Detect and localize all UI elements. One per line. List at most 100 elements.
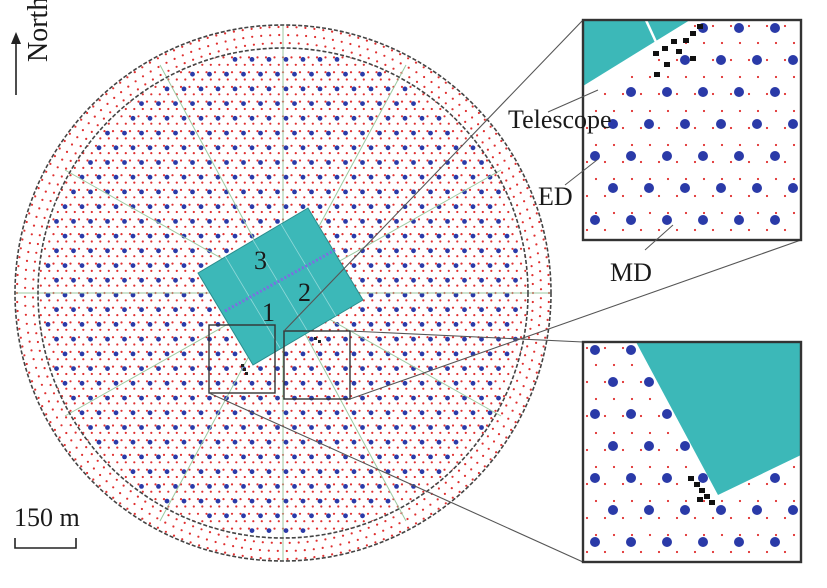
ed-detector (345, 314, 348, 317)
md-detector (249, 57, 255, 62)
ed-detector (494, 395, 497, 398)
ed-detector (230, 527, 234, 530)
ed-detector (82, 269, 85, 272)
md-detector (122, 395, 127, 401)
md-detector (436, 292, 442, 298)
md-detector (419, 439, 425, 445)
ed-detector (30, 203, 34, 206)
ed-detector (422, 387, 425, 390)
ed-detector (485, 159, 489, 162)
md-detector (139, 307, 144, 313)
md-detector (275, 425, 280, 430)
ed-detector (226, 328, 229, 331)
ed-detector (497, 433, 501, 436)
ed-detector (82, 181, 85, 184)
ed-detector (648, 177, 652, 181)
ed-detector (447, 417, 450, 420)
md-detector (224, 71, 229, 77)
ed-detector (209, 299, 212, 302)
ed-detector (247, 85, 251, 88)
md-detector (232, 233, 238, 239)
ed-detector (209, 78, 212, 81)
md-detector (394, 484, 399, 489)
ed-detector (256, 483, 259, 486)
ed-detector (802, 381, 804, 383)
ed-detector (738, 41, 742, 45)
ed-detector (298, 188, 302, 191)
md-detector (190, 277, 195, 283)
md-detector (453, 380, 459, 386)
ed-detector (288, 42, 291, 45)
md-detector (275, 484, 280, 489)
ed-detector (128, 453, 132, 456)
ed-detector (150, 343, 153, 346)
md-detector (275, 395, 280, 401)
ed-detector (145, 100, 149, 103)
md-detector (88, 395, 93, 401)
md-detector (360, 454, 365, 460)
ed-detector (252, 63, 255, 66)
ed-detector (522, 405, 525, 408)
ed-detector (447, 358, 450, 361)
ed-detector (298, 159, 302, 162)
ed-detector (154, 306, 157, 309)
ed-detector (426, 365, 429, 368)
ed-detector (485, 262, 489, 265)
ed-detector (324, 395, 327, 398)
ed-detector (175, 107, 178, 111)
ed-detector (124, 137, 127, 140)
ed-detector (264, 100, 268, 103)
ed-detector (43, 321, 47, 324)
ed-detector (456, 402, 459, 405)
ed-detector (485, 306, 489, 309)
md-detector (317, 380, 323, 386)
ed-detector (65, 416, 68, 419)
ed-detector (359, 54, 362, 57)
ed-detector (303, 93, 306, 96)
ed-detector (239, 483, 242, 486)
ed-detector (206, 547, 209, 550)
md-detector (147, 469, 153, 475)
ed-detector (69, 395, 72, 398)
ed-detector (294, 520, 297, 523)
ed-detector (286, 78, 289, 81)
md-detector (343, 395, 348, 401)
ed-detector (290, 498, 293, 501)
md-detector (62, 204, 68, 210)
md-detector (394, 454, 399, 460)
md-detector (806, 23, 816, 33)
ed-detector (362, 328, 365, 331)
ed-detector (720, 211, 724, 215)
ed-detector (73, 343, 76, 346)
md-detector (258, 219, 263, 224)
ed-detector (630, 465, 634, 469)
ed-detector (443, 395, 446, 398)
ed-detector (315, 144, 319, 147)
ed-detector (375, 85, 378, 88)
ed-detector (498, 343, 501, 346)
md-detector (402, 204, 408, 210)
ed-detector (430, 328, 433, 331)
ed-detector (111, 130, 115, 133)
ed-detector (188, 159, 191, 162)
ed-detector (792, 465, 796, 469)
ed-detector (167, 314, 170, 317)
ed-detector (103, 174, 106, 177)
ed-detector (460, 247, 463, 250)
ed-detector (514, 421, 517, 424)
ed-detector (136, 495, 139, 498)
ed-detector (675, 448, 679, 452)
ed-detector (209, 387, 212, 390)
ed-detector (133, 181, 136, 184)
ed-detector (349, 262, 353, 265)
ed-detector (537, 324, 541, 327)
ed-detector (328, 240, 331, 243)
ed-detector (60, 262, 64, 265)
ed-detector (362, 63, 365, 66)
ed-detector (111, 174, 115, 177)
ed-detector (179, 262, 183, 265)
ed-detector (145, 350, 149, 353)
ed-detector (290, 188, 293, 191)
ed-detector (52, 350, 55, 353)
ed-detector (511, 218, 514, 221)
